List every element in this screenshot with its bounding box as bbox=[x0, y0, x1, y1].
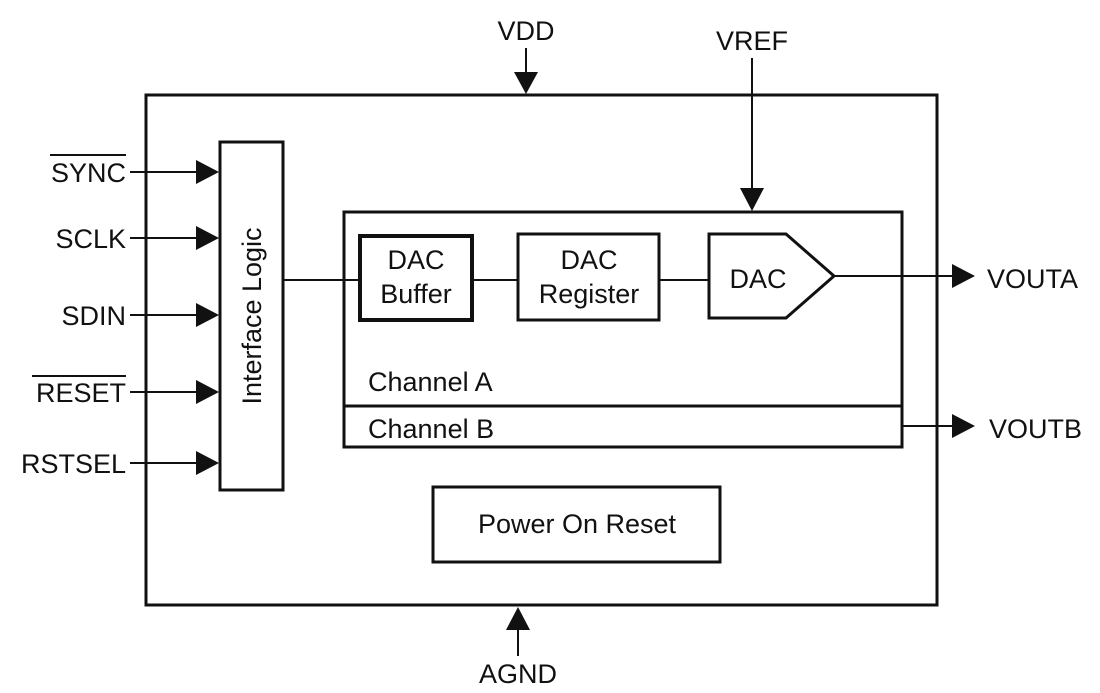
rstsel-pin: RSTSEL bbox=[21, 449, 219, 479]
dac-block bbox=[707, 232, 837, 320]
power-on-reset-block bbox=[431, 485, 722, 564]
agnd-arrow bbox=[506, 607, 530, 630]
sclk-label: SCLK bbox=[55, 224, 126, 254]
rstsel-label: RSTSEL bbox=[21, 449, 126, 479]
reset-arrow bbox=[196, 380, 219, 404]
interface-logic-block bbox=[218, 140, 285, 492]
dac-register-label-2: Register bbox=[539, 279, 640, 309]
dac-buffer-label-2: Buffer bbox=[380, 279, 452, 309]
vdd-label: VDD bbox=[497, 16, 554, 46]
sdin-label: SDIN bbox=[61, 301, 126, 331]
channel-b-label: Channel B bbox=[368, 414, 494, 444]
power-on-reset-label: Power On Reset bbox=[478, 509, 677, 539]
dac-register-block bbox=[516, 232, 661, 322]
sdin-arrow bbox=[196, 303, 219, 327]
sync-arrow bbox=[196, 160, 219, 184]
sclk-pin: SCLK bbox=[55, 224, 219, 254]
sync-label: SYNC bbox=[51, 158, 126, 188]
sdin-pin: SDIN bbox=[61, 301, 219, 331]
voutb-label: VOUTB bbox=[989, 414, 1082, 444]
rstsel-arrow bbox=[196, 451, 219, 475]
reset-label: RESET bbox=[36, 378, 126, 408]
vref-label: VREF bbox=[716, 26, 788, 56]
dac-label: DAC bbox=[729, 264, 786, 294]
dac-buffer-block bbox=[358, 234, 474, 322]
vdd-arrow bbox=[514, 72, 538, 94]
dac-buffer-label-1: DAC bbox=[387, 245, 444, 275]
agnd-label: AGND bbox=[479, 659, 557, 689]
interface-logic-label: Interface Logic bbox=[237, 227, 267, 404]
dac-register-label-1: DAC bbox=[560, 245, 617, 275]
sync-pin: SYNC bbox=[50, 154, 219, 188]
channel-a-label: Channel A bbox=[368, 367, 493, 397]
vouta-arrow bbox=[952, 264, 975, 288]
reset-pin: RESET bbox=[32, 375, 219, 408]
sclk-arrow bbox=[196, 226, 219, 250]
vref-arrow bbox=[740, 188, 764, 211]
vouta-label: VOUTA bbox=[987, 264, 1078, 294]
voutb-arrow bbox=[952, 414, 975, 438]
